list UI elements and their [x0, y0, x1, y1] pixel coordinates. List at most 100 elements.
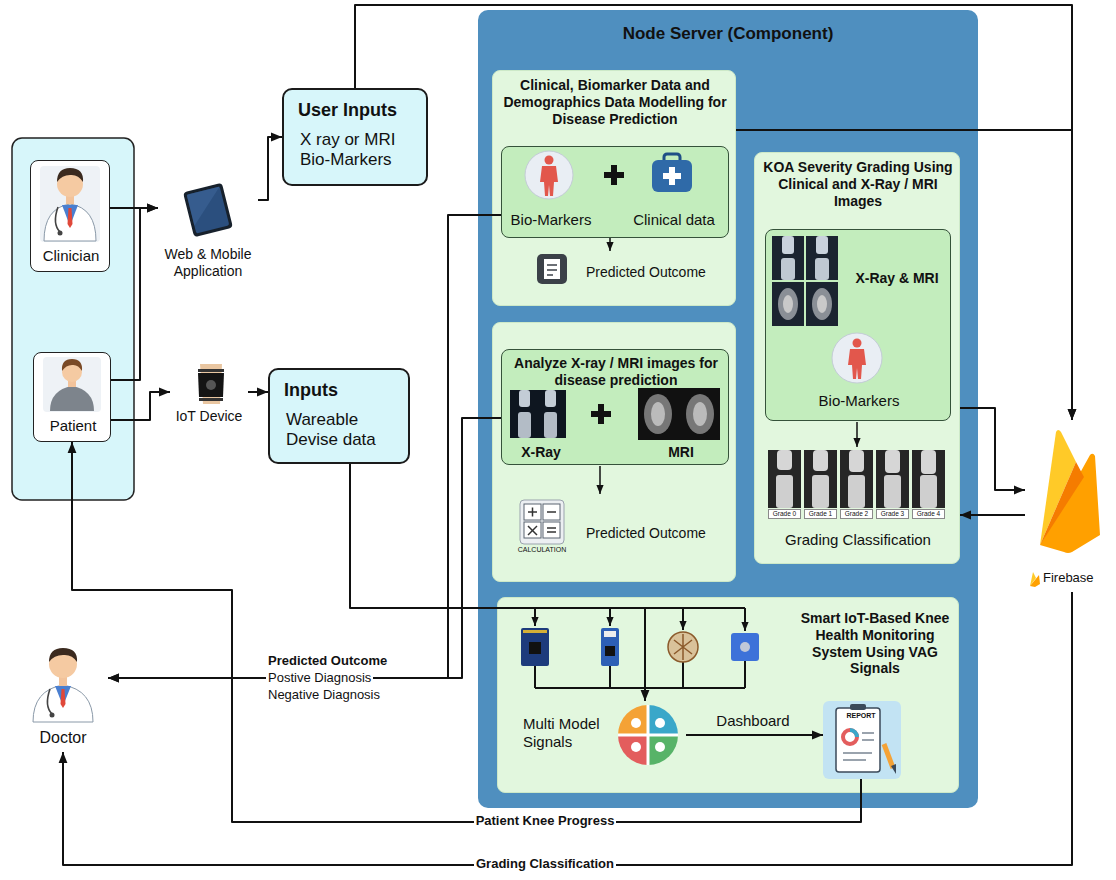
user-group-panel [12, 138, 134, 500]
xray-mri-images [772, 282, 804, 326]
edge-label: Predicted Outcome [266, 653, 389, 669]
report-icon [836, 708, 880, 772]
text-holder: IoT Device [170, 408, 248, 425]
node-text: Grading Classification [785, 531, 931, 549]
report-icon [843, 759, 866, 761]
input-box: User Inputs X ray or MRI Bio-Markers [282, 88, 428, 186]
node-heading: X-Ray & MRI [855, 270, 938, 287]
sensor-branch-lines [609, 608, 611, 626]
calculation-icon [547, 511, 556, 513]
node-text: Predicted Outcome [586, 264, 706, 281]
knee-grade-image [776, 475, 793, 508]
connector-arrow [110, 207, 158, 209]
report-box: REPORT [823, 701, 901, 779]
xray-mri-images [806, 282, 838, 326]
sensor-branch-lines [682, 662, 684, 688]
sensor-board [529, 642, 541, 654]
calculation-icon [543, 504, 560, 520]
connector-arrow [355, 5, 1072, 420]
xray-image [510, 390, 566, 438]
text-holder: Clinician [31, 247, 111, 265]
node-text: X-Ray [521, 444, 561, 461]
sensor-branch-lines [744, 608, 746, 631]
grade-label: Grade 0 [768, 509, 801, 519]
node-heading: User Inputs [298, 100, 397, 122]
doctor-icon [49, 648, 77, 662]
text-holder: Grading Classification [455, 856, 635, 872]
multi-model-icon [618, 705, 648, 735]
node-heading: Web & Mobile Application [158, 246, 258, 280]
text-holder: Bio-Markers [766, 392, 952, 410]
outcome-icon [544, 259, 560, 279]
connector-arrow [72, 442, 861, 822]
xray-image [519, 390, 530, 407]
text-holder: Patient Knee Progress [460, 813, 630, 829]
node-heading: Inputs [284, 380, 338, 402]
report-icon [843, 752, 872, 754]
database-icon-node: Firebase [1025, 420, 1110, 592]
grade-label: Grade 1 [804, 509, 837, 519]
sensor-board [521, 628, 549, 666]
report-icon [850, 730, 857, 737]
text-holder: Clinical data [622, 211, 726, 229]
knee-grade-image [848, 475, 865, 508]
sensor-board [731, 633, 759, 661]
multi-model-icon [631, 742, 641, 752]
text-holder: Web & Mobile Application [158, 246, 258, 280]
text-holder: Inputs [284, 380, 404, 402]
electrode-sensor [668, 632, 698, 662]
note-label: CALCULATION [518, 546, 567, 554]
text-holder: Predicted Outcome [266, 653, 416, 669]
text-holder: Doctor [18, 728, 108, 747]
sensor-board [601, 628, 619, 666]
body-icon [525, 151, 573, 199]
note-label: Postive Diagnosis [266, 670, 373, 686]
sensor-board [604, 631, 616, 637]
report-icon [850, 704, 866, 710]
sensor-branch-lines [534, 666, 536, 688]
clinician-icon [44, 204, 96, 241]
knee-grade-image [840, 450, 873, 508]
sensor-branch-lines [535, 687, 745, 689]
doctor-icon [50, 713, 55, 718]
text-holder: MRI [638, 444, 724, 461]
node-heading: KOA Severity Grading Using Clinical and … [761, 159, 955, 209]
xray-mri-images [812, 288, 832, 320]
multi-model-icon [648, 735, 678, 765]
firebase-small-logo [1030, 575, 1040, 587]
report-icon [884, 744, 893, 768]
text-holder: CALCULATION [512, 546, 572, 554]
text-holder: Grade 4 [912, 509, 945, 519]
clinician-icon [40, 166, 100, 242]
text-holder: Firebase [1043, 570, 1107, 586]
node-text: MRI [668, 444, 694, 461]
xray-image [544, 412, 557, 438]
text-holder: Negative Diagnosis [266, 687, 416, 703]
node-heading: Node Server (Component) [623, 24, 834, 44]
calculation-icon [528, 526, 537, 535]
calculation-icon [520, 500, 564, 544]
connector-arrow [736, 130, 1072, 420]
text-holder: Node Server (Component) [478, 24, 978, 44]
edge-label: Grading Classification [474, 856, 616, 872]
knee-brace-icon [199, 398, 223, 401]
xray-mri-images [817, 295, 827, 313]
body-icon [848, 339, 866, 380]
knee-brace-icon [206, 380, 216, 390]
edge-label: Patient Knee Progress [474, 813, 617, 829]
report-icon [836, 704, 896, 774]
xray-mri-images [783, 295, 793, 313]
node-text: X ray or MRI Bio-Markers [300, 130, 412, 171]
data-box: X-Ray & MRI Bio-Markers [765, 229, 951, 421]
text-holder: Wareable Devise data [286, 410, 404, 451]
calculation-icon [524, 504, 541, 520]
body-icon [853, 339, 862, 348]
knee-grade-image [813, 450, 828, 471]
text-holder: Bio-Markers [503, 211, 599, 229]
mri-image [693, 402, 707, 426]
node-heading: Doctor [39, 728, 86, 747]
data-box: Analyze X-ray / MRI images for disease p… [501, 349, 729, 465]
server-panel: Bio-MarkersClinical dataClinical, Biomar… [478, 10, 978, 808]
report-icon [891, 764, 896, 774]
